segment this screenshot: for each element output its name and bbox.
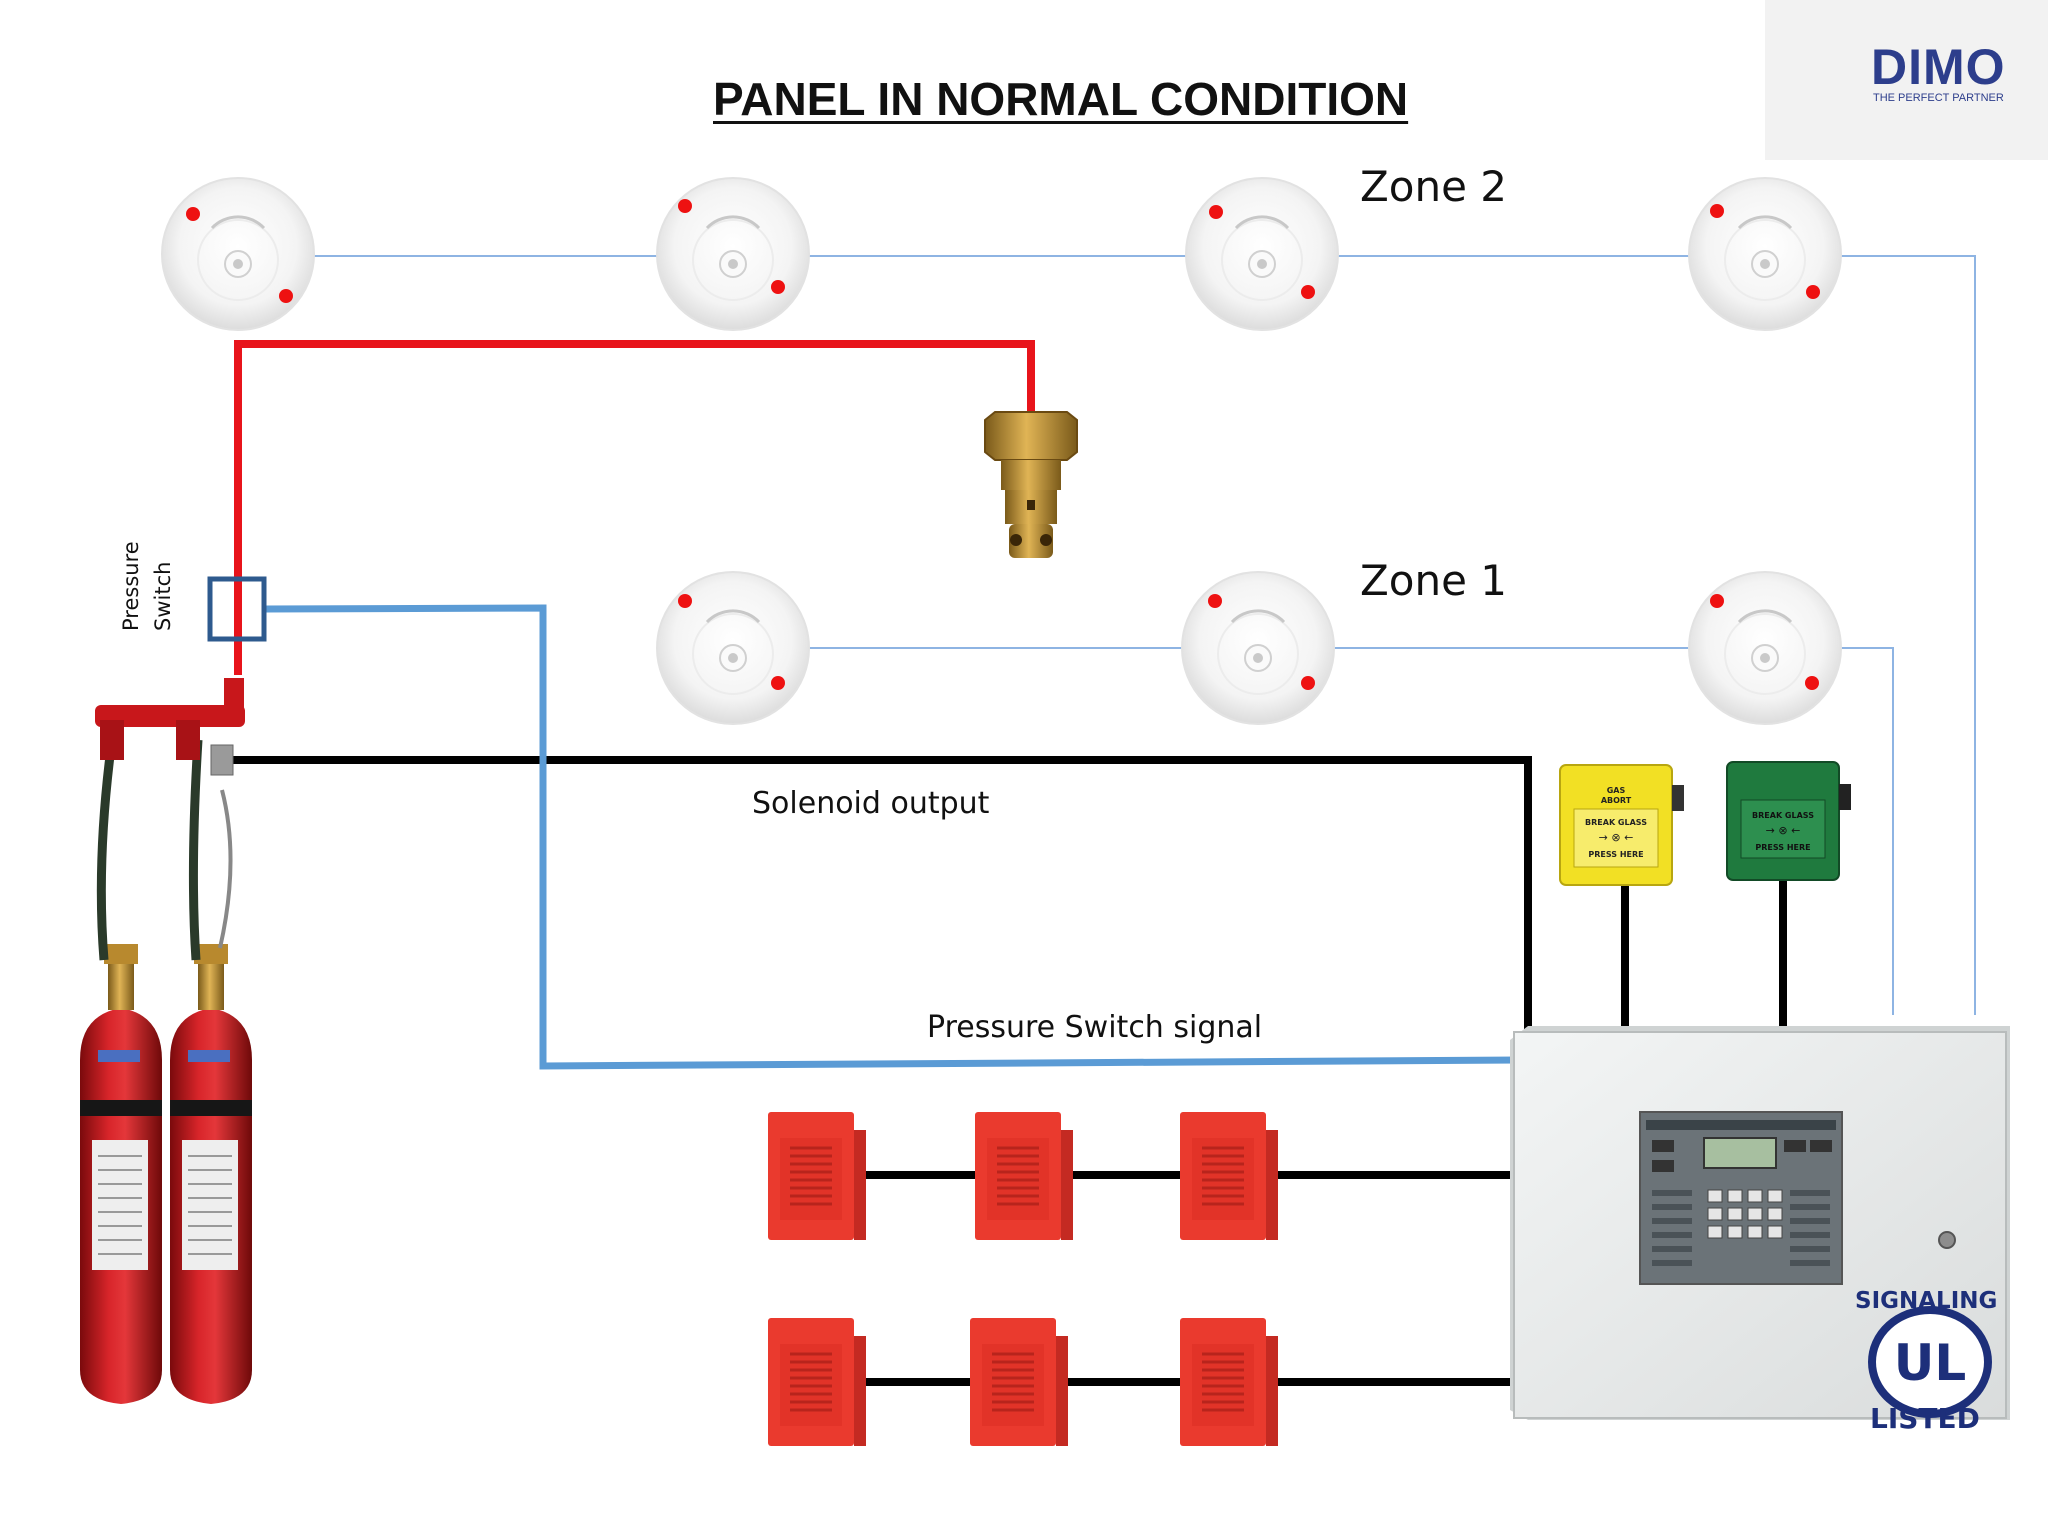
abort-callpoint-line4: PRESS HERE bbox=[1588, 850, 1643, 859]
logo-name: DIMO bbox=[1871, 39, 2006, 95]
detector-led bbox=[186, 207, 200, 221]
ul-signaling-text: SIGNALING bbox=[1855, 1288, 1998, 1314]
zone2-detector-1 bbox=[160, 176, 316, 332]
detector-led bbox=[1805, 676, 1819, 690]
detector-led bbox=[1710, 594, 1724, 608]
release-callpoint-line1: BREAK GLASS bbox=[1752, 811, 1814, 820]
red-pipe bbox=[234, 340, 1035, 675]
detector-led bbox=[1710, 204, 1724, 218]
zone1-loop-wire bbox=[736, 647, 1894, 1015]
abort-callpoint-line3: BREAK GLASS bbox=[1585, 818, 1647, 827]
zone2-loop-wire bbox=[240, 255, 1976, 1015]
detector-led bbox=[1208, 594, 1222, 608]
zone1-detector-2 bbox=[1180, 570, 1336, 726]
zone2-detector-4 bbox=[1687, 176, 1843, 332]
release-callpoint-arrows: → ⊗ ← bbox=[1766, 824, 1801, 837]
solenoid-output-label: Solenoid output bbox=[752, 786, 990, 821]
detector-led bbox=[1301, 676, 1315, 690]
ul-listed-text: LISTED bbox=[1870, 1402, 1980, 1435]
detector-led bbox=[1209, 205, 1223, 219]
key-lock-icon bbox=[1938, 1231, 1956, 1249]
zone2-label: Zone 2 bbox=[1360, 162, 1507, 211]
pressure-switch-signal-wire bbox=[263, 604, 1521, 1070]
detector-led bbox=[771, 280, 785, 294]
zone1-detector-3 bbox=[1687, 570, 1843, 726]
zone2-detector-3 bbox=[1184, 176, 1340, 332]
discharge-nozzle-icon bbox=[984, 411, 1078, 558]
dimo-logo: DIMO THE PERFECT PARTNER bbox=[1765, 0, 2048, 160]
detector-led bbox=[279, 289, 293, 303]
detector-led bbox=[678, 594, 692, 608]
sounder-wires bbox=[860, 1171, 1520, 1386]
abort-callpoint-line2: ABORT bbox=[1601, 796, 1632, 805]
logo-tagline: THE PERFECT PARTNER bbox=[1873, 92, 2004, 104]
page-title: PANEL IN NORMAL CONDITION bbox=[713, 73, 1409, 125]
detector-led bbox=[771, 676, 785, 690]
pressure-switch-signal-label: Pressure Switch signal bbox=[927, 1010, 1263, 1045]
abort-callpoint-arrows: → ⊗ ← bbox=[1599, 831, 1634, 844]
detector-led bbox=[1301, 285, 1315, 299]
zone2-detector-2 bbox=[655, 176, 811, 332]
pressure-switch-box bbox=[207, 576, 267, 642]
sounder-icon bbox=[766, 1110, 1280, 1448]
solenoid-output-wire bbox=[222, 756, 1532, 1043]
release-callpoint-line2: PRESS HERE bbox=[1755, 843, 1810, 852]
pressure-switch-label-line2: Switch bbox=[151, 561, 175, 631]
detector-led bbox=[1806, 285, 1820, 299]
release-call-point-icon: BREAK GLASS → ⊗ ← PRESS HERE bbox=[1726, 761, 1851, 881]
detector-led bbox=[678, 199, 692, 213]
zone1-label: Zone 1 bbox=[1360, 556, 1507, 605]
abort-callpoint-line1: GAS bbox=[1607, 786, 1626, 795]
abort-call-point-icon: GAS ABORT BREAK GLASS → ⊗ ← PRESS HERE bbox=[1559, 764, 1684, 886]
pressure-switch-label: Pressure Switch bbox=[115, 541, 203, 631]
zone1-detector-1 bbox=[655, 570, 811, 726]
pressure-switch-label-line1: Pressure bbox=[119, 541, 143, 631]
ul-listed-mark-icon: UL bbox=[1868, 1306, 1992, 1418]
gas-cylinder-icon bbox=[79, 678, 253, 1405]
ul-mark-text: UL bbox=[1894, 1334, 1966, 1392]
